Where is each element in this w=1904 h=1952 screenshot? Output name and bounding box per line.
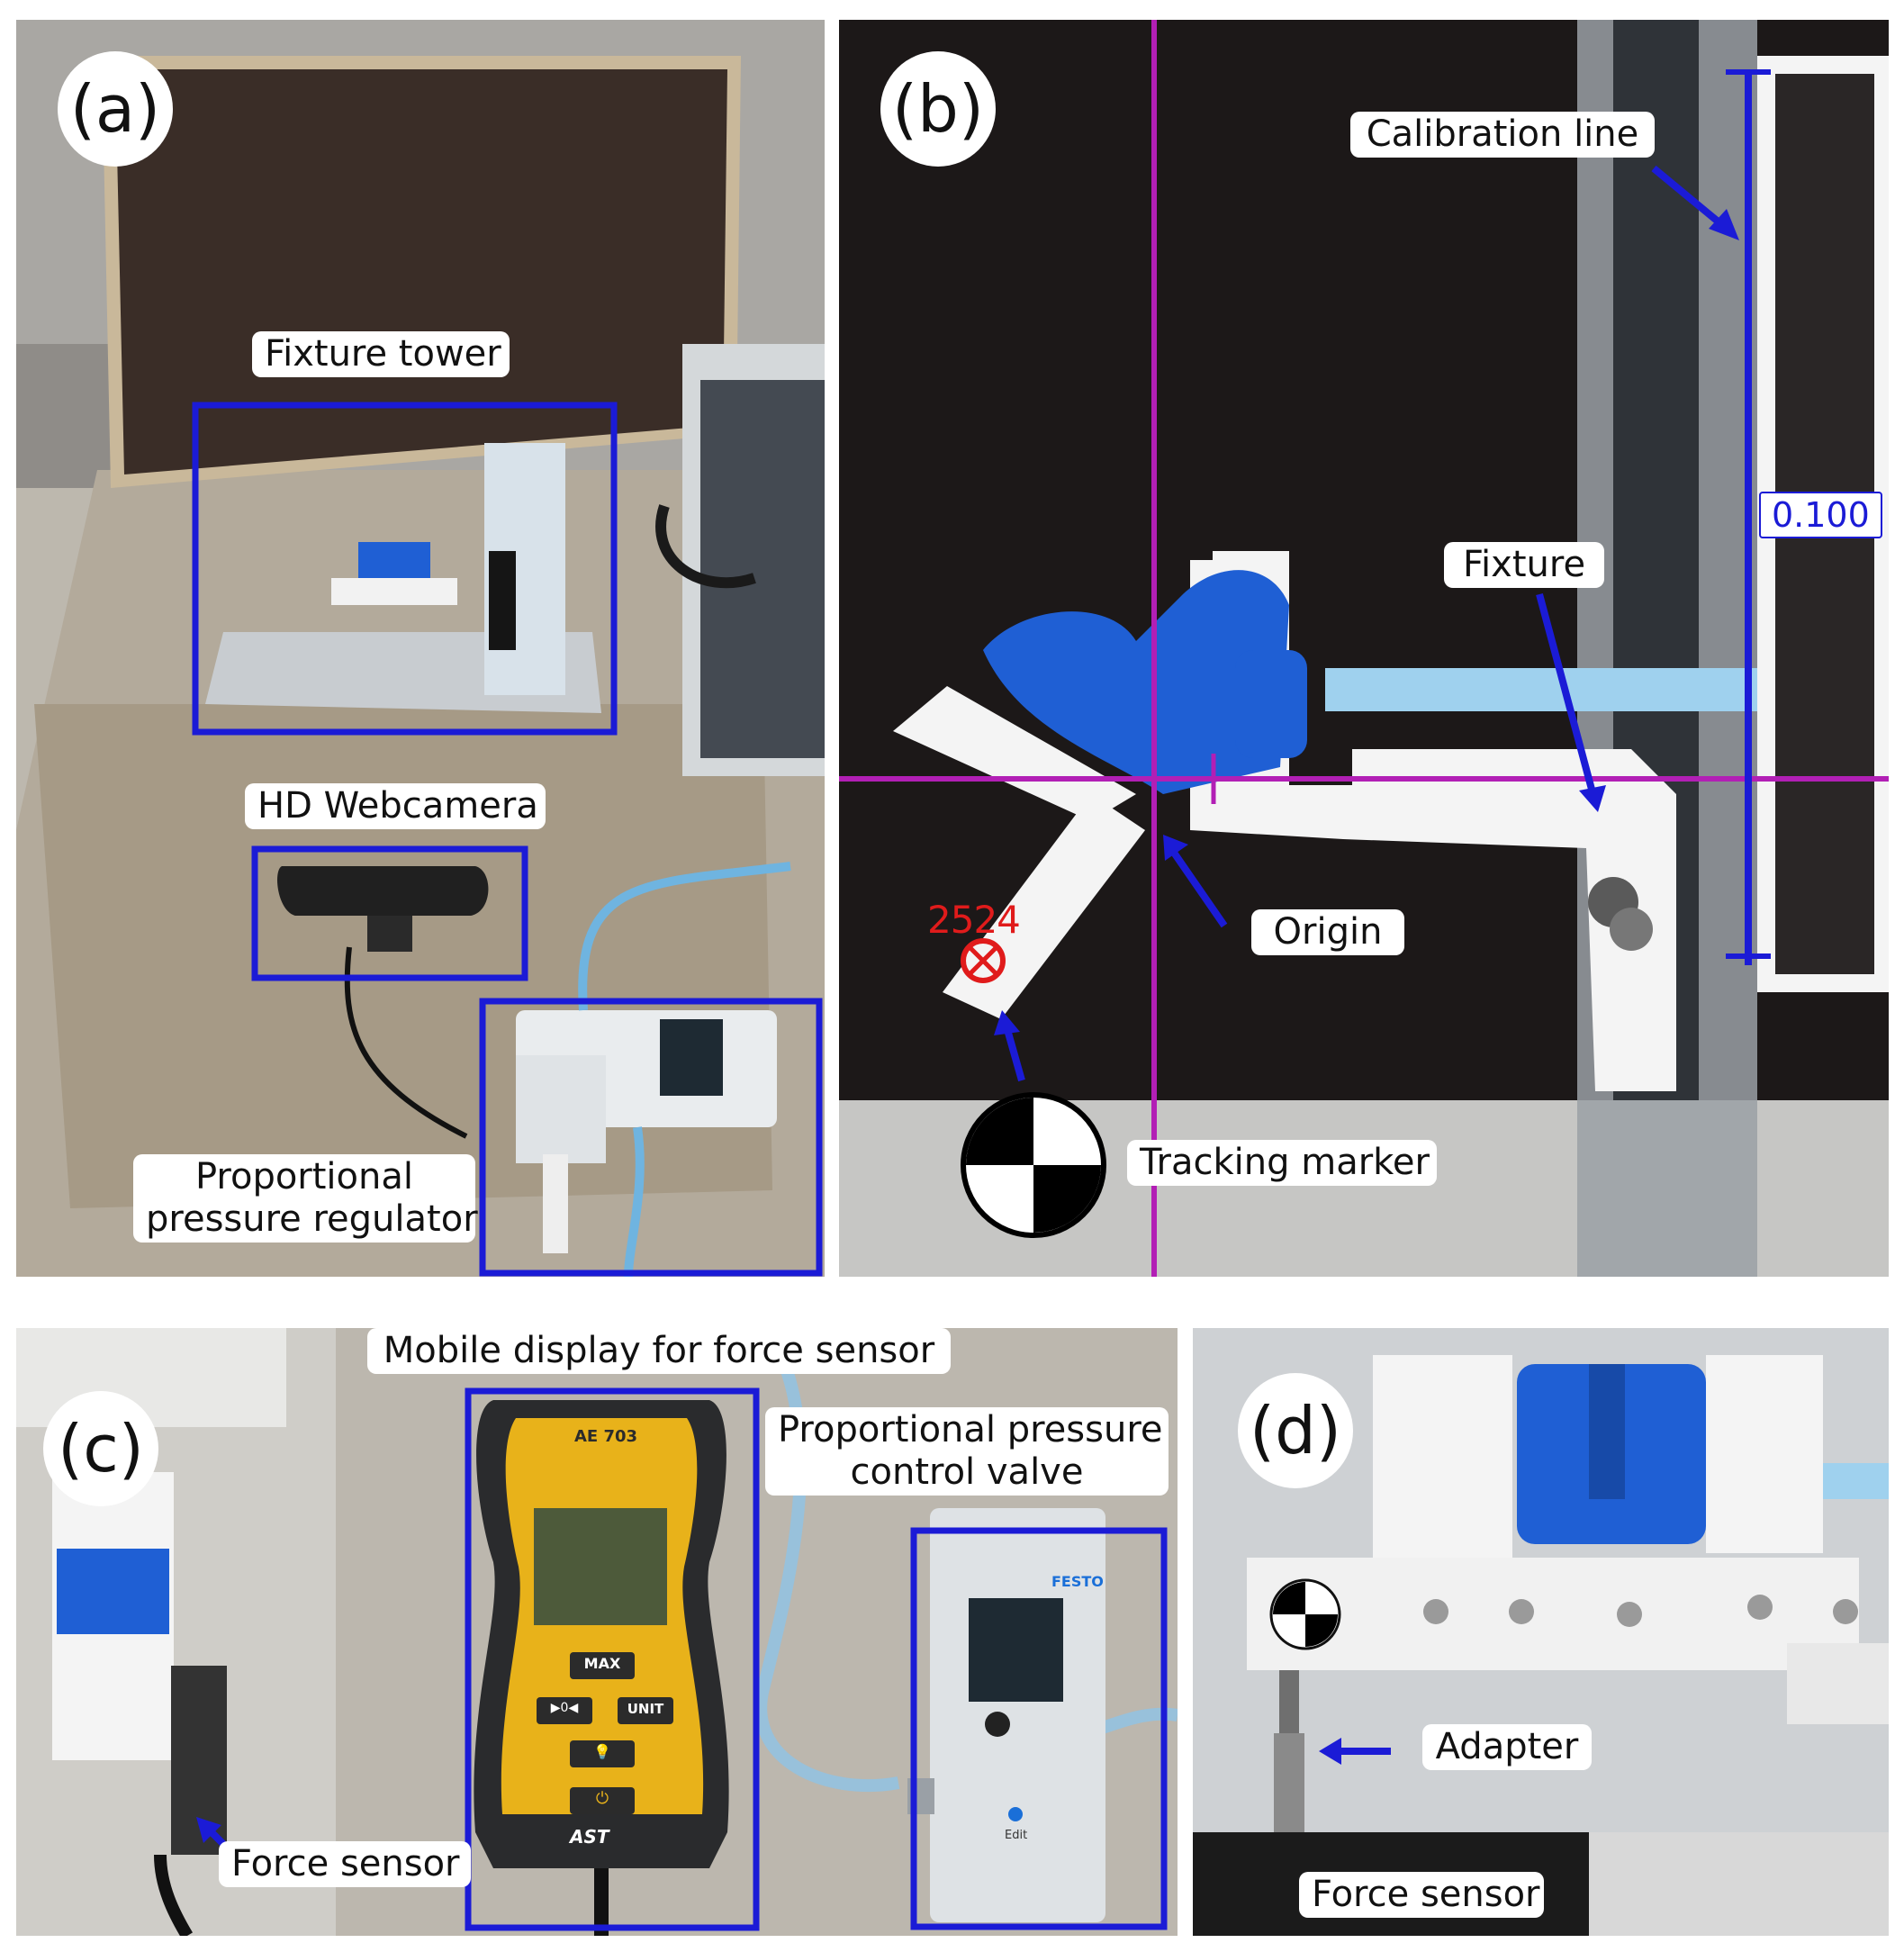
panel-c: (c) Mobile display for force sensor Prop… xyxy=(16,1328,1178,1936)
panel-letter: (a) xyxy=(58,51,173,167)
calibration-line-label: Calibration line xyxy=(1350,112,1655,158)
pressure-regulator-label: Proportional pressure regulator xyxy=(133,1154,478,1243)
panel-d-photo xyxy=(1193,1328,1889,1936)
fixture-tower-label: Fixture tower xyxy=(252,331,510,378)
display-brand-text: AST xyxy=(570,1826,609,1848)
zero-button: ▶0◀ xyxy=(550,1701,579,1715)
force-sensor-label: Force sensor xyxy=(1299,1872,1544,1919)
power-button-icon: ⏻ xyxy=(595,1789,609,1808)
valve-label: Proportional pressure control valve xyxy=(765,1407,1169,1496)
calibration-value: 0.100 xyxy=(1759,492,1882,538)
light-button-icon: 💡 xyxy=(593,1743,611,1760)
origin-label: Origin xyxy=(1251,909,1404,956)
valve-edit-text: Edit xyxy=(1005,1829,1028,1842)
adapter-label: Adapter xyxy=(1422,1724,1592,1771)
panel-a-photo xyxy=(16,20,825,1277)
panel-letter: (b) xyxy=(880,51,996,167)
fixture-label: Fixture xyxy=(1444,542,1604,589)
panel-d: (d) Adapter Force sensor xyxy=(1193,1328,1889,1936)
panel-letter: (d) xyxy=(1238,1373,1353,1488)
max-button: MAX xyxy=(583,1655,621,1672)
panel-letter: (c) xyxy=(43,1391,158,1506)
valve-brand-text: FESTO xyxy=(1051,1573,1104,1590)
panel-b: (b) Calibration line 0.100 Fixture Origi… xyxy=(839,20,1889,1277)
hd-webcamera-label: HD Webcamera xyxy=(245,783,546,830)
unit-button: UNIT xyxy=(627,1701,664,1717)
panel-a: (a) Fixture tower HD Webcamera Proportio… xyxy=(16,20,825,1277)
force-sensor-label: Force sensor xyxy=(219,1841,471,1888)
display-model-text: AE 703 xyxy=(574,1427,638,1446)
marker-id-label: 2524 xyxy=(927,898,1021,942)
valve-label-line2: control valve xyxy=(850,1451,1084,1494)
valve-label-line1: Proportional pressure xyxy=(778,1409,1163,1450)
tracking-marker-label: Tracking marker xyxy=(1127,1140,1437,1187)
pressure-regulator-label-line2: pressure regulator xyxy=(146,1198,478,1241)
pressure-regulator-label-line1: Proportional xyxy=(194,1156,413,1197)
panel-b-photo xyxy=(839,20,1889,1277)
mobile-display-label: Mobile display for force sensor xyxy=(367,1328,951,1375)
tracking-marker-icon xyxy=(963,1095,1104,1235)
